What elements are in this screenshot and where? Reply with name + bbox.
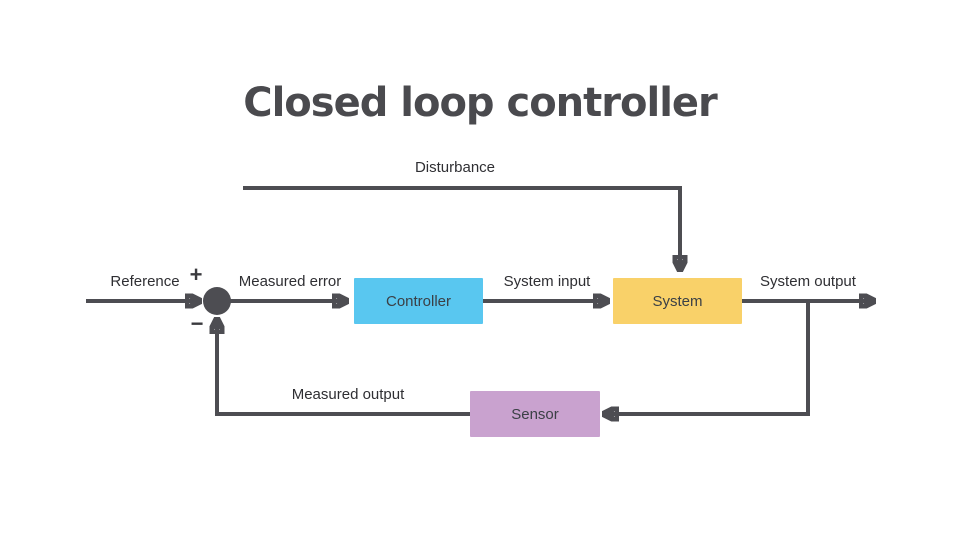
system-block: System — [613, 278, 742, 324]
sensor-to-junction-arrow — [217, 321, 470, 416]
controller-block: Controller — [354, 278, 483, 324]
system-input-label: System input — [503, 273, 591, 290]
page-title: Closed loop controller — [243, 80, 718, 126]
feedback-to-sensor-arrow — [606, 301, 810, 414]
controller-block-label: Controller — [385, 292, 452, 310]
plus-sign: + — [189, 262, 203, 287]
system-output-label: System output — [760, 273, 856, 290]
reference-label: Reference — [110, 273, 180, 290]
minus-sign: − — [190, 311, 204, 336]
sensor-block: Sensor — [470, 391, 600, 437]
measured-error-label: Measured error — [238, 273, 342, 290]
measured-output-label: Measured output — [291, 386, 405, 403]
disturbance-arrow — [243, 186, 680, 268]
disturbance-label: Disturbance — [414, 159, 496, 176]
system-block-label: System — [652, 292, 703, 310]
sensor-block-label: Sensor — [511, 405, 559, 423]
summing-junction — [203, 287, 231, 315]
